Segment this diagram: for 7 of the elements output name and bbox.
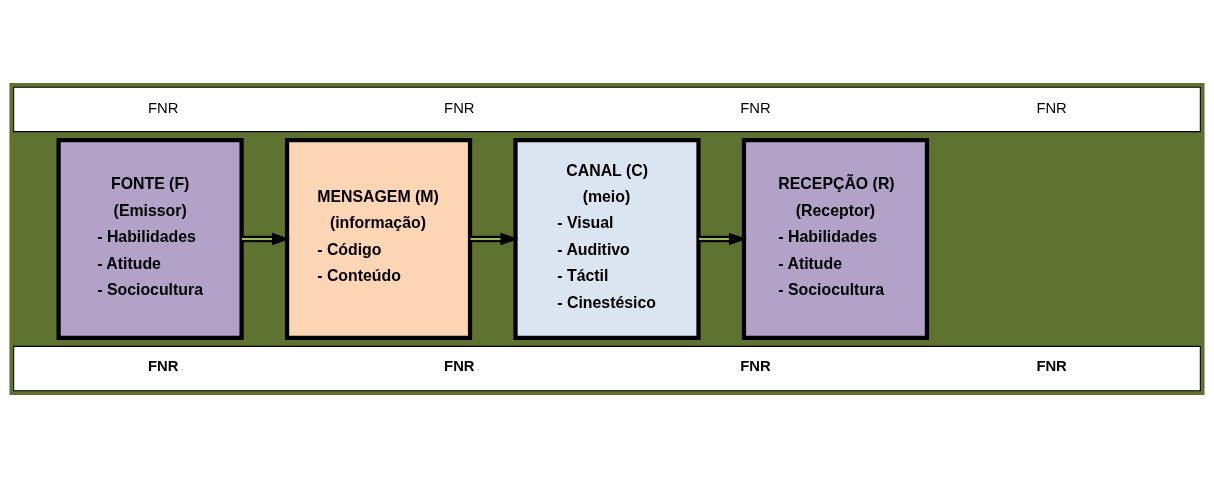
node-box: CANAL (C) (meio) - Visual - Auditivo - Táctil - Cinestésico [513, 137, 701, 340]
node-box: FONTE (F) (Emissor) - Habilidades - Atitude - Sociocultura [56, 137, 244, 340]
arrow [470, 232, 519, 245]
arrow [242, 232, 291, 245]
node-box: MENSAGEM (M) (informação) - Código - Conteúdo [284, 137, 473, 340]
node-box: RECEPÇÃO (R) (Receptor) - Habilidades - Atitude - Sociocultura [741, 137, 930, 340]
arrow [698, 232, 747, 245]
